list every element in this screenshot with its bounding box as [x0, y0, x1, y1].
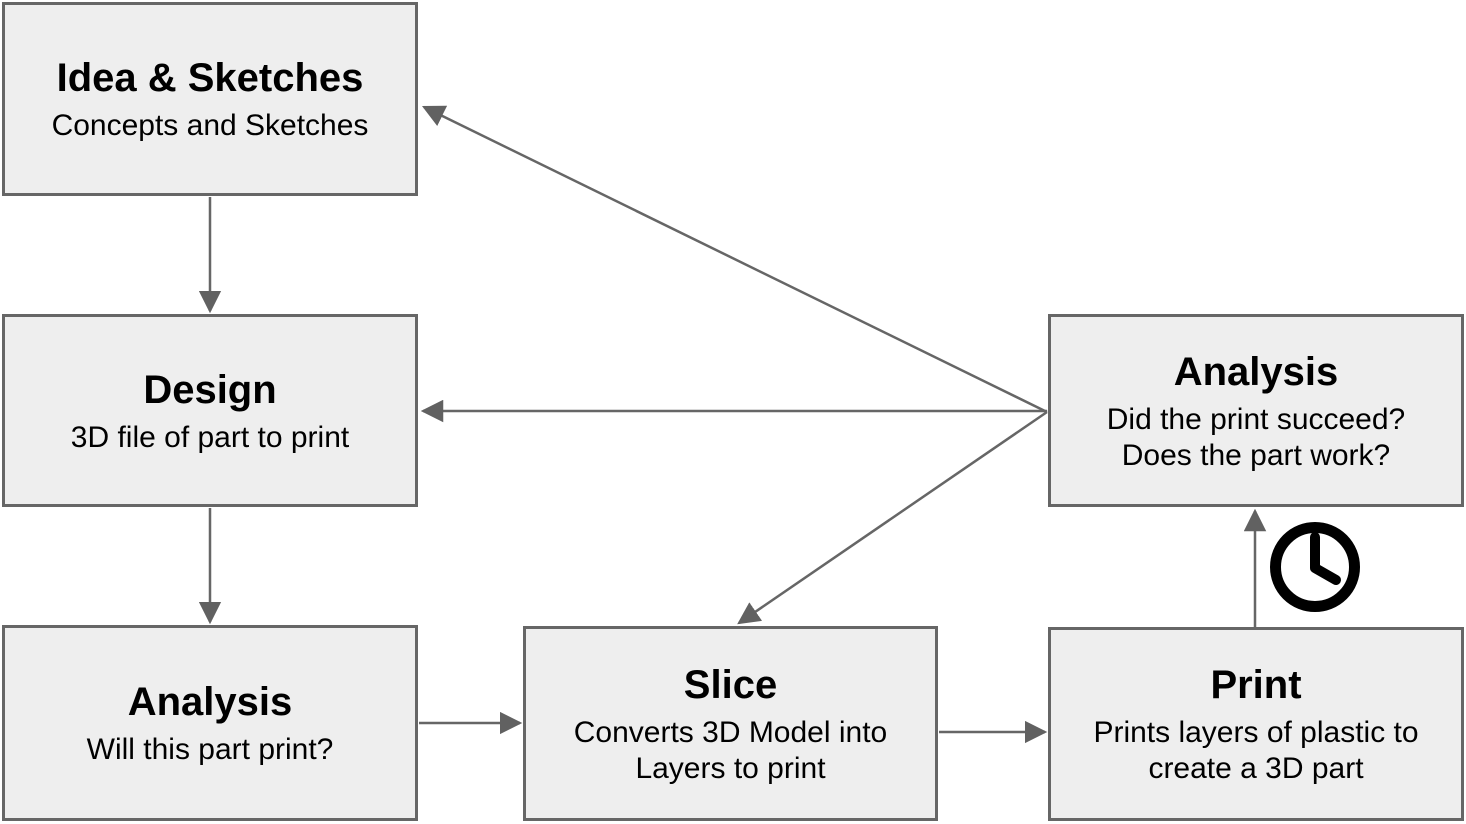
- node-design: Design 3D file of part to print: [2, 314, 418, 507]
- node-analysis-postprint: Analysis Did the print succeed? Does the…: [1048, 314, 1464, 507]
- node-slice: Slice Converts 3D Model into Layers to p…: [523, 626, 938, 821]
- node-title: Print: [1210, 663, 1302, 707]
- node-title: Slice: [683, 662, 778, 707]
- node-title: Design: [143, 367, 277, 412]
- node-idea-sketches: Idea & Sketches Concepts and Sketches: [2, 2, 418, 196]
- node-subtitle: Converts 3D Model into Layers to print: [573, 715, 888, 785]
- node-title: Analysis: [1173, 349, 1339, 394]
- node-subtitle: Did the print succeed? Does the part wor…: [1106, 402, 1406, 472]
- edge-analysis-return-to-idea: [421, 105, 1048, 414]
- node-subtitle: Concepts and Sketches: [51, 109, 369, 142]
- node-subtitle: Will this part print?: [86, 733, 334, 766]
- node-title: Analysis: [127, 680, 293, 724]
- node-subtitle: Prints layers of plastic to create a 3D …: [1093, 716, 1419, 785]
- clock-icon: [1270, 522, 1360, 612]
- node-title: Idea & Sketches: [56, 56, 364, 100]
- node-analysis-preprint: Analysis Will this part print?: [2, 625, 418, 821]
- edge-analysis-return-to-slice: [737, 410, 1048, 625]
- node-subtitle: 3D file of part to print: [70, 420, 350, 454]
- node-print: Print Prints layers of plastic to create…: [1048, 627, 1464, 821]
